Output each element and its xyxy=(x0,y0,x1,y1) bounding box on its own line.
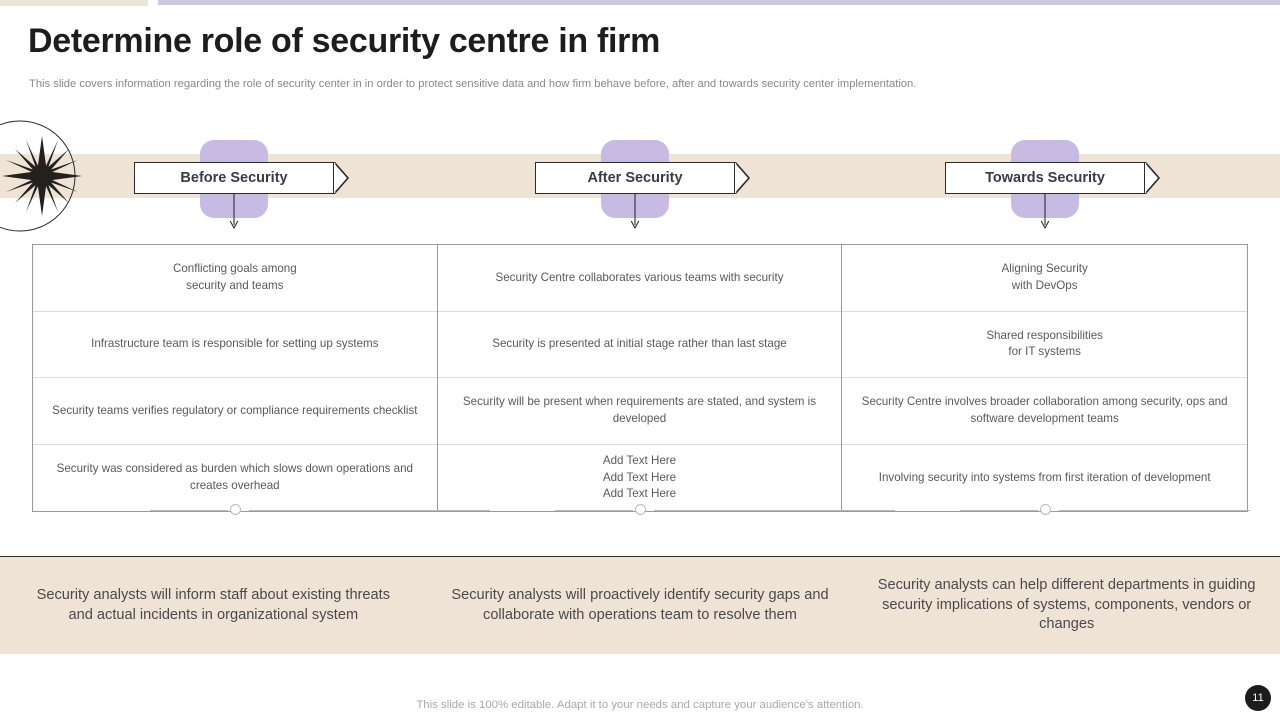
connector-towards-security xyxy=(960,504,1250,518)
phase-arrow-body[interactable]: Towards Security xyxy=(945,162,1145,194)
matrix-cell: Security Centre involves broader collabo… xyxy=(842,378,1247,445)
connector-dot xyxy=(635,504,646,515)
connector-after-security xyxy=(555,504,895,518)
phase-down-arrow-icon xyxy=(228,194,240,232)
connector-line-right xyxy=(1059,510,1250,511)
phase-down-arrow-icon xyxy=(629,194,641,232)
connector-line-left xyxy=(960,510,1038,511)
top-accent-purple-segment xyxy=(158,0,1280,5)
matrix-column-after-security: Security Centre collaborates various tea… xyxy=(437,245,843,511)
connector-line-right xyxy=(249,510,490,511)
phase-arrow-head-icon xyxy=(733,161,757,195)
matrix-cell: Security will be present when requiremen… xyxy=(437,378,842,445)
matrix-cell: Security teams verifies regulatory or co… xyxy=(33,378,437,445)
top-accent-beige-segment xyxy=(0,0,148,6)
matrix-cell: Involving security into systems from fir… xyxy=(878,470,1211,484)
summary-item: Security analysts will inform staff abou… xyxy=(36,586,391,623)
footer-note: This slide is 100% editable. Adapt it to… xyxy=(416,699,864,711)
matrix-cell: Security was considered as burden which … xyxy=(56,462,414,492)
phase-arrow-head-icon xyxy=(1143,161,1167,195)
connector-dot xyxy=(1040,504,1051,515)
phase-down-arrow-icon xyxy=(1039,194,1051,232)
page-subtitle: This slide covers information regarding … xyxy=(29,78,917,90)
page-number-badge: 11 xyxy=(1245,685,1271,711)
connector-line-left xyxy=(555,510,633,511)
matrix-cell: Security Centre collaborates various tea… xyxy=(437,245,842,312)
matrix-cell: Infrastructure team is responsible for s… xyxy=(33,312,437,378)
phase-arrow-body[interactable]: Before Security xyxy=(134,162,334,194)
connector-line-left xyxy=(150,510,228,511)
connector-before-security xyxy=(150,504,490,518)
phase-arrow-head-icon xyxy=(332,161,356,195)
page-title: Determine role of security centre in fir… xyxy=(28,22,661,60)
summary-item: Security analysts can help different dep… xyxy=(877,576,1256,633)
summary-band: Security analysts will inform staff abou… xyxy=(0,556,1280,654)
matrix-cell: Security is presented at initial stage r… xyxy=(437,312,842,378)
summary-item: Security analysts will proactively ident… xyxy=(451,586,829,623)
phase-label: After Security xyxy=(587,170,683,186)
phase-label: Before Security xyxy=(180,170,288,186)
top-accent-bar xyxy=(0,0,1280,6)
connector-dot xyxy=(230,504,241,515)
phase-arrow-body[interactable]: After Security xyxy=(535,162,735,194)
connector-line-right xyxy=(654,510,895,511)
phase-label: Towards Security xyxy=(985,170,1105,186)
